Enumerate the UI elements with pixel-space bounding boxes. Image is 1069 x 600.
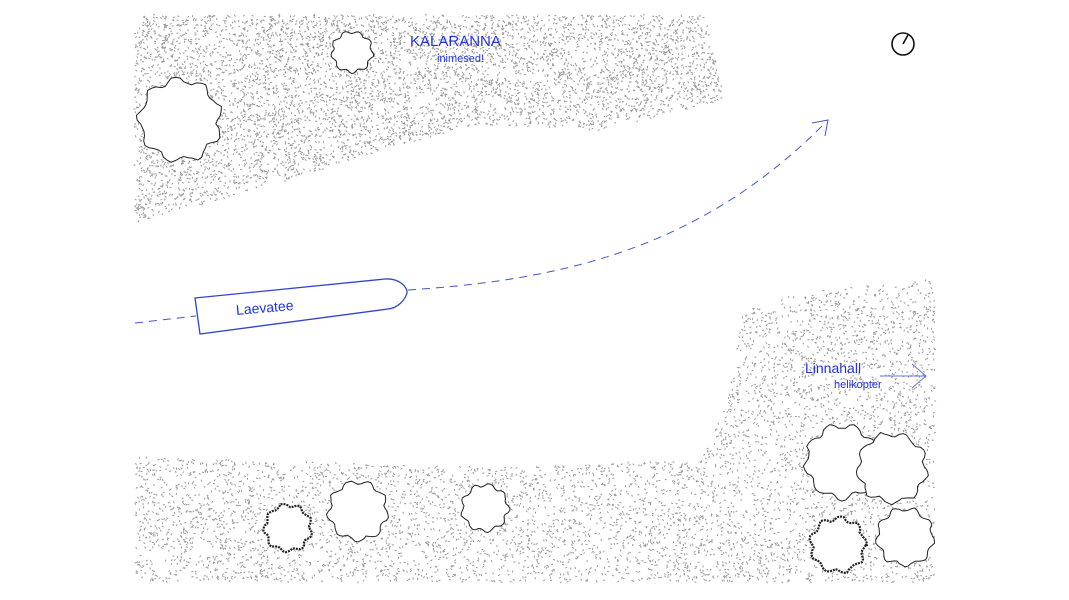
tree-icon [460, 483, 511, 534]
route-dashed-line [407, 121, 827, 291]
trees [135, 31, 936, 574]
tree-icon [325, 480, 389, 543]
tree-icon [262, 502, 314, 554]
label-kalaranna-sub: inimesed! [437, 53, 485, 65]
route-dashed-line-west [134, 315, 197, 324]
tree-icon [135, 76, 222, 163]
tree-icon [855, 431, 929, 506]
ship-outline[interactable] [194, 278, 408, 335]
label-kalaranna: KALARANNA [410, 33, 501, 50]
arrow-right-icon[interactable] [880, 363, 927, 389]
route-arrowhead-icon [811, 119, 829, 137]
label-linnahall-sub: helikopter [834, 379, 882, 391]
tree-icon [802, 424, 881, 502]
tree-icon [875, 507, 936, 568]
label-linnahall: Linnahall [805, 360, 862, 376]
clock-icon[interactable] [891, 32, 915, 56]
tree-icon [330, 31, 375, 75]
tree-icon [808, 515, 869, 574]
